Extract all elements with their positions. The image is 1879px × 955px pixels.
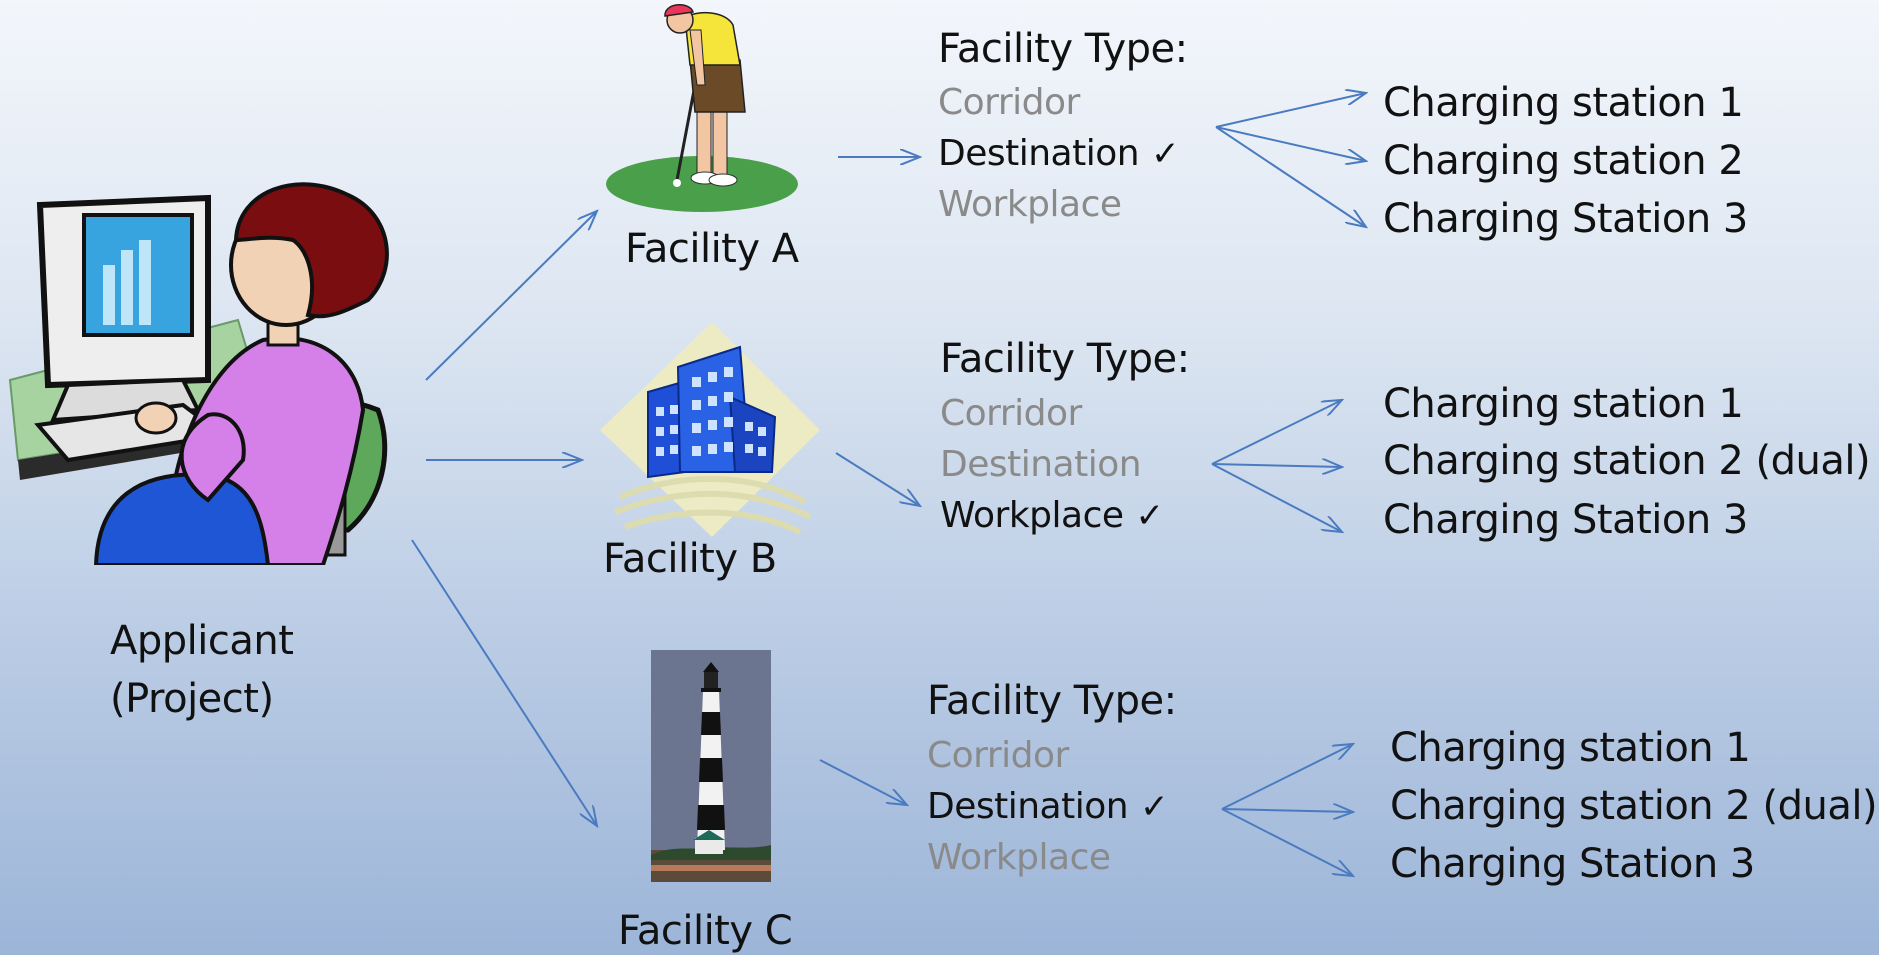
arrow-facility-c-to-type	[819, 759, 907, 805]
applicant-label: Applicant (Project)	[110, 612, 294, 728]
facility-b-type-title: Facility Type:	[940, 336, 1190, 382]
arrow-a-station-3	[1215, 126, 1366, 227]
check-icon: ✓	[1140, 787, 1169, 827]
arrow-c-station-2	[1221, 809, 1353, 812]
facility-a-station-2: Charging station 2	[1383, 138, 1744, 184]
facility-c-option-corridor: Corridor	[927, 735, 1069, 776]
facility-b-label: Facility B	[603, 536, 777, 582]
facility-c-station-1: Charging station 1	[1390, 725, 1751, 771]
arrow-b-station-1	[1211, 400, 1342, 465]
facility-c-station-3: Charging Station 3	[1390, 841, 1755, 887]
applicant-line-1: Applicant	[110, 618, 294, 664]
arrow-applicant-to-facility-a	[425, 211, 597, 381]
facility-c-type-title: Facility Type:	[927, 678, 1177, 724]
facility-c-option-destination: Destination ✓	[927, 786, 1169, 827]
facility-b-option-destination: Destination	[940, 444, 1142, 485]
arrow-c-station-3	[1221, 808, 1353, 876]
arrow-b-station-3	[1211, 463, 1342, 532]
facility-a-option-corridor: Corridor	[938, 82, 1080, 123]
facility-b-station-1: Charging station 1	[1383, 381, 1744, 427]
facility-c-option-workplace: Workplace	[927, 837, 1111, 878]
check-icon: ✓	[1135, 496, 1165, 536]
facility-b-option-corridor: Corridor	[940, 393, 1082, 434]
facility-b-station-2: Charging station 2 (dual)	[1383, 438, 1871, 484]
applicant-line-2: (Project)	[110, 676, 274, 722]
facility-b-option-workplace-text: Workplace	[940, 495, 1124, 536]
facility-c-station-2: Charging station 2 (dual)	[1390, 783, 1878, 829]
computer-user-illustration	[8, 182, 389, 565]
facility-b-option-workplace: Workplace ✓	[940, 495, 1164, 536]
facility-a-option-destination-text: Destination	[938, 133, 1140, 174]
facility-a-station-3: Charging Station 3	[1383, 196, 1748, 242]
facility-c-label: Facility C	[618, 908, 793, 954]
check-icon: ✓	[1151, 134, 1180, 174]
golfer-illustration	[606, 4, 798, 212]
facility-a-label: Facility A	[625, 226, 799, 272]
facility-b-station-3: Charging Station 3	[1383, 497, 1748, 543]
facility-a-type-title: Facility Type:	[938, 26, 1188, 72]
office-building-illustration	[600, 322, 820, 537]
facility-a-option-workplace: Workplace	[938, 184, 1122, 225]
arrow-b-station-2	[1211, 464, 1342, 467]
facility-a-station-1: Charging station 1	[1383, 80, 1744, 126]
facility-a-option-destination: Destination ✓	[938, 133, 1180, 174]
arrow-c-station-1	[1221, 744, 1353, 810]
arrow-a-station-1	[1215, 93, 1366, 128]
arrow-a-station-2	[1215, 126, 1366, 161]
facility-c-option-destination-text: Destination	[927, 786, 1129, 827]
arrow-applicant-to-facility-c	[411, 539, 597, 826]
arrow-facility-b-to-type	[835, 452, 920, 506]
lighthouse-illustration	[651, 650, 771, 882]
